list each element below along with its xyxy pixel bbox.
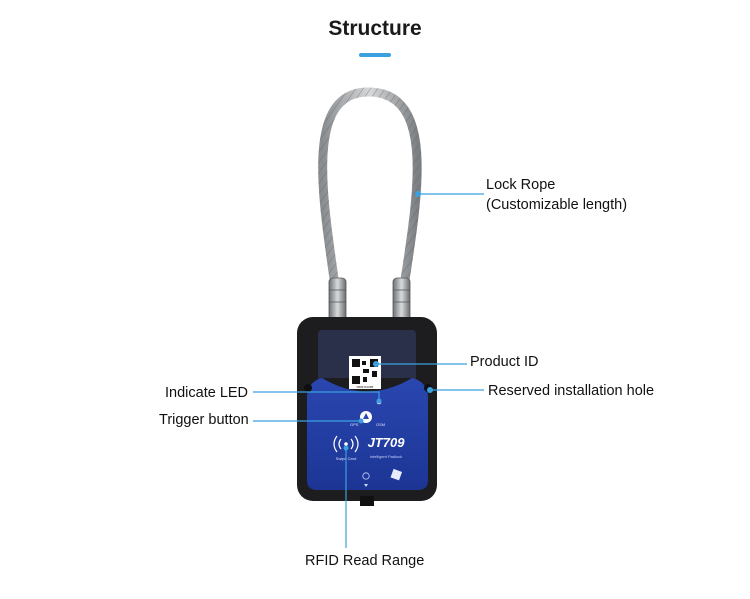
label-trigger-button: Trigger button (159, 412, 249, 428)
lock-rope (318, 87, 422, 305)
page-title: Structure (328, 17, 422, 40)
qr-code: 0809710285 (349, 356, 381, 389)
label-rfid-range: RFID Read Range (305, 553, 425, 569)
title-underline (359, 53, 391, 57)
led-label-gps: GPS (350, 422, 359, 427)
brand-logo-icon (390, 468, 403, 481)
qr-code-number: 0809710285 (357, 385, 374, 389)
rope-ferrule-right (392, 277, 411, 323)
rope-ferrule-left (328, 277, 347, 323)
label-lock-rope: Lock Rope (486, 177, 556, 193)
device-subtitle: Intelligent Padlock (370, 454, 402, 459)
callout-lines (253, 193, 484, 548)
led-label-gsm: GSM (376, 422, 385, 427)
label-product-id: Product ID (470, 354, 539, 370)
power-icon (362, 472, 370, 487)
leader-indicate-led (253, 391, 380, 401)
label-indicate-led: Indicate LED (165, 385, 249, 401)
callout-dots (343, 191, 433, 451)
device-model: JT709 (368, 435, 406, 450)
label-reserved-hole: Reserved installation hole (488, 383, 655, 399)
reserved-hole-left (304, 384, 312, 392)
label-lock-rope-length: (Customizable length) (486, 197, 628, 213)
